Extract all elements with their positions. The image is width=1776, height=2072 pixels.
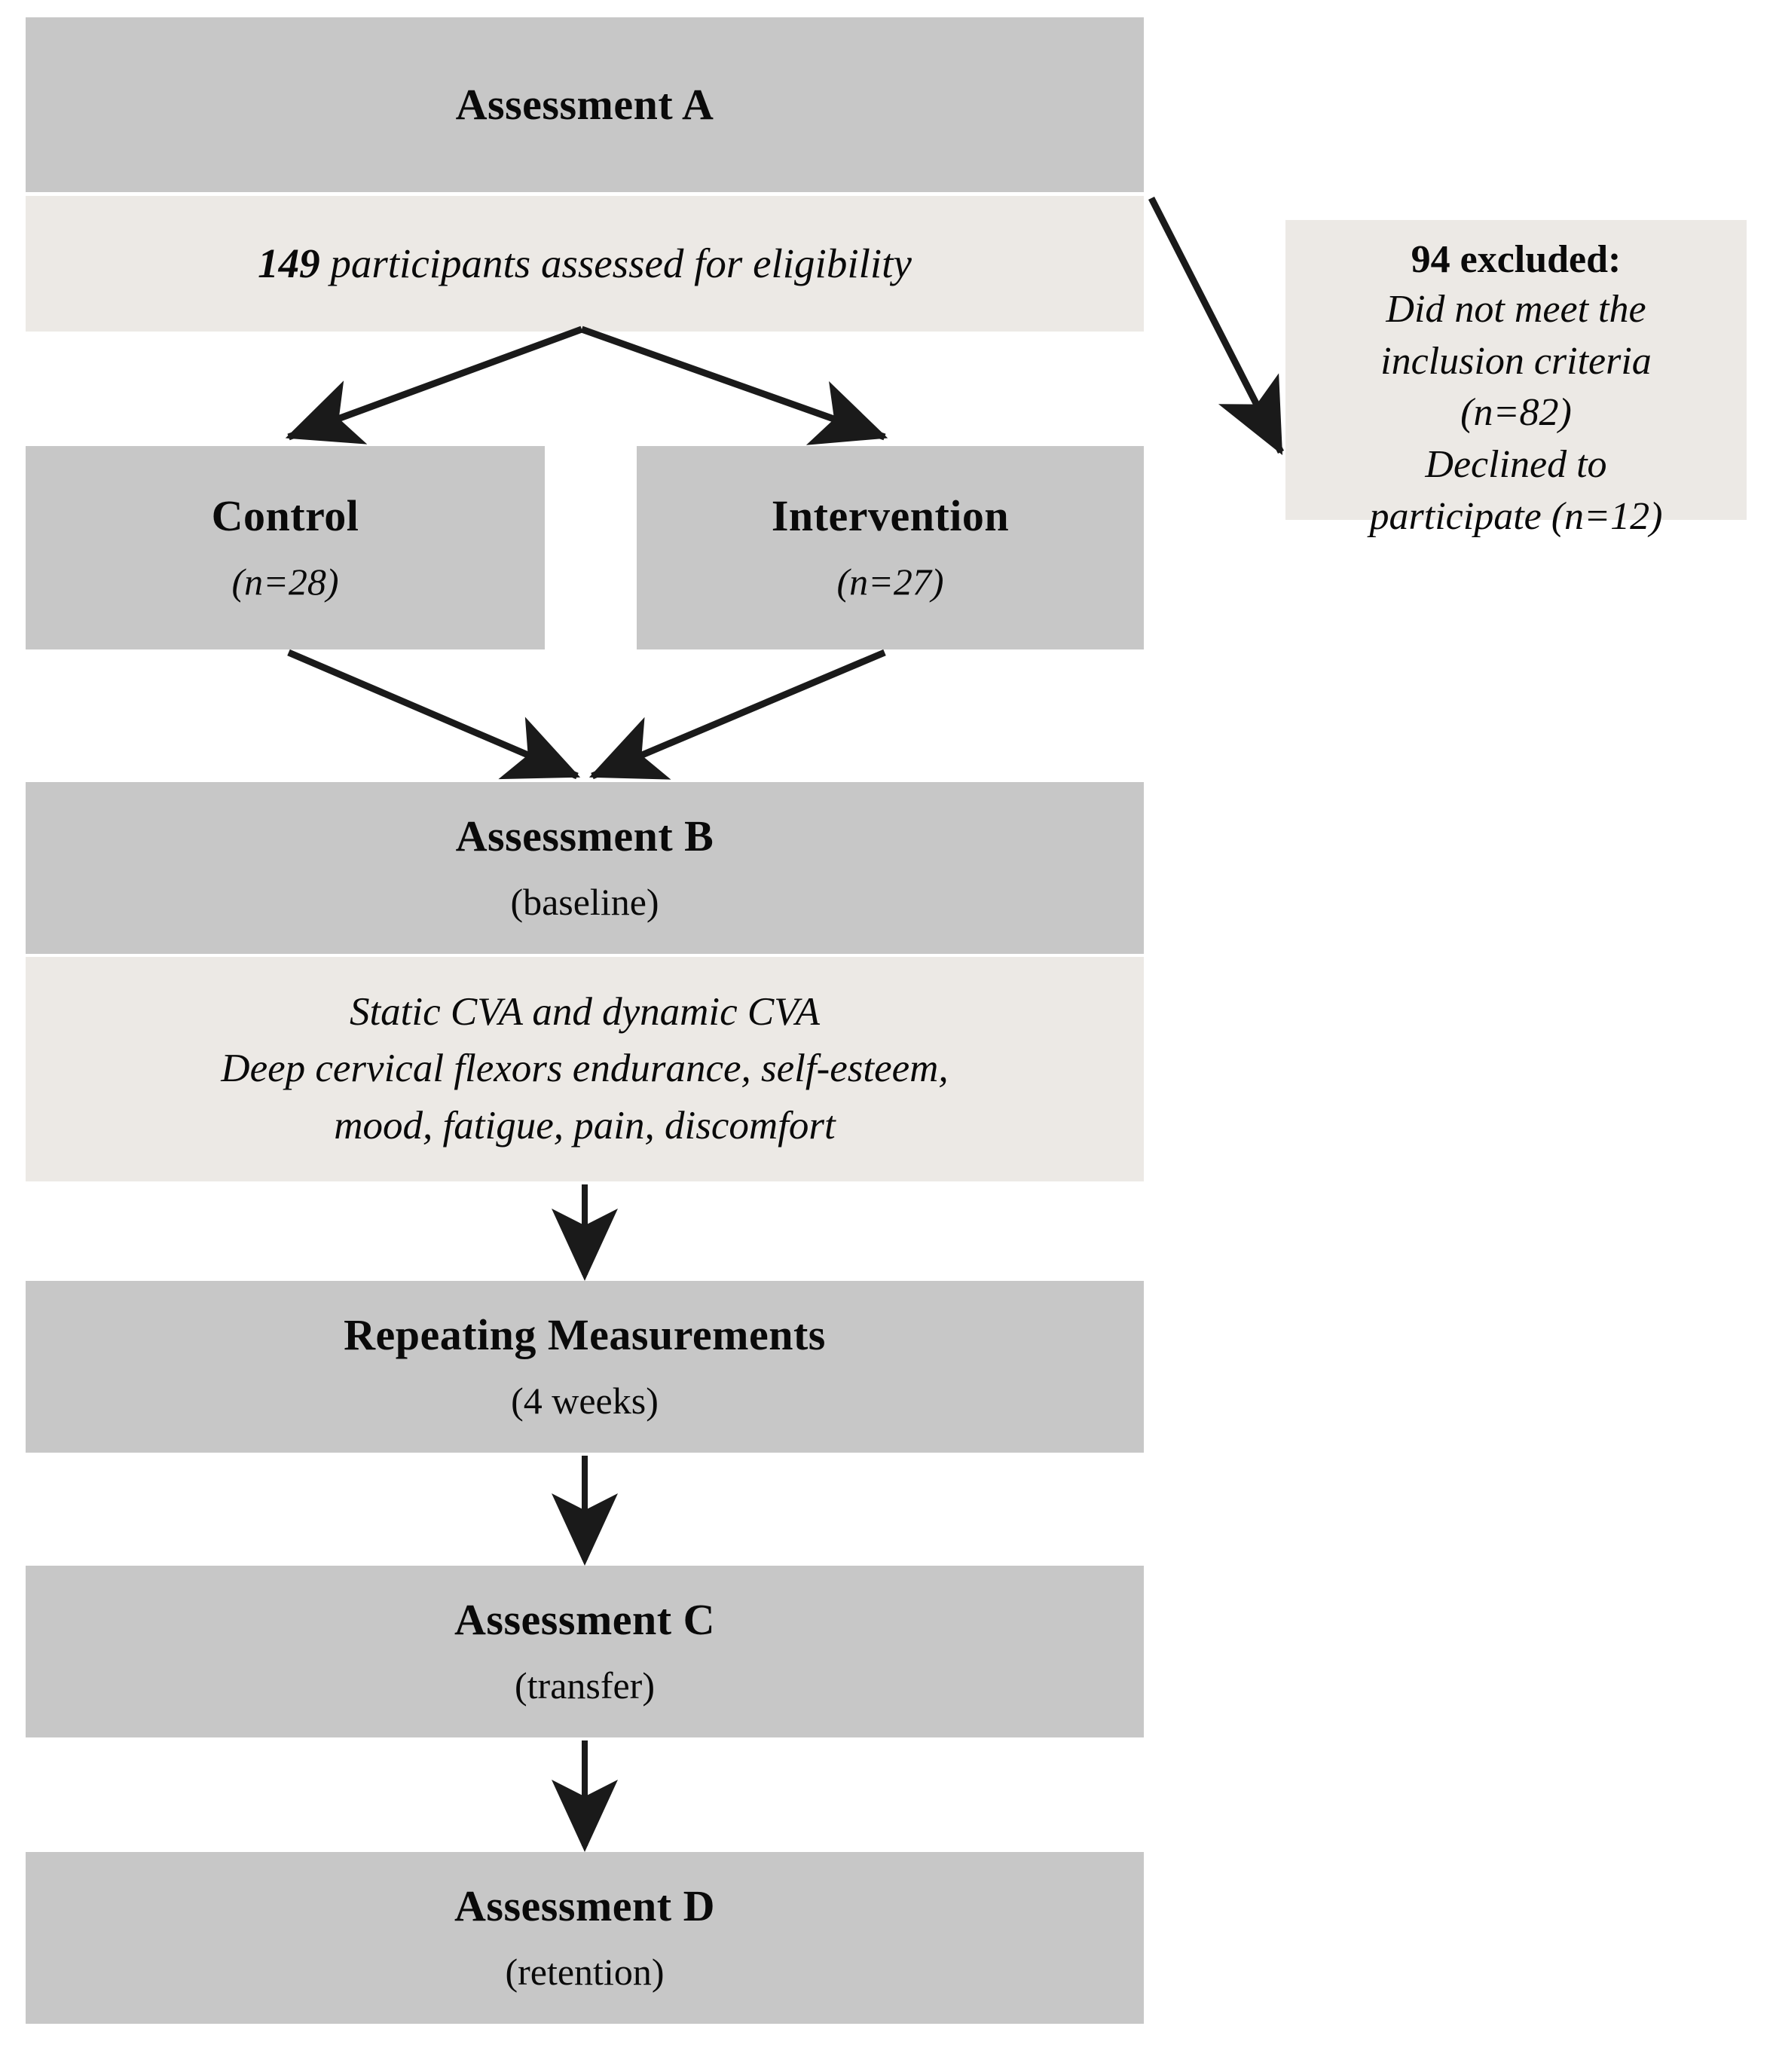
node-assessment-d: Assessment D (retention) <box>26 1852 1144 2024</box>
intervention-subtitle: (n=27) <box>836 560 944 603</box>
excluded-line-1: Did not meet the <box>1386 288 1646 331</box>
excluded-title: 94 excluded: <box>1411 238 1622 281</box>
node-excluded: 94 excluded: Did not meet the inclusion … <box>1285 220 1747 538</box>
edge-assessment-a-to-intervention <box>580 325 888 445</box>
assessment-a-title: Assessment A <box>455 79 714 129</box>
assessment-d-title: Assessment D <box>454 1881 715 1930</box>
eligibility-count: 149 <box>258 240 320 286</box>
node-intervention: Intervention (n=27) <box>637 446 1144 649</box>
assessment-d-subtitle: (retention) <box>505 1950 665 1993</box>
intervention-title: Intervention <box>771 490 1010 540</box>
node-assessment-b: Assessment B (baseline) <box>26 782 1144 954</box>
assessment-c-title: Assessment C <box>454 1594 715 1644</box>
assessment-b-subtitle: (baseline) <box>510 880 659 923</box>
control-title: Control <box>211 490 359 540</box>
node-control: Control (n=28) <box>26 446 545 649</box>
node-assessment-a: Assessment A <box>26 17 1144 192</box>
edge-control-to-assessment-b <box>287 649 581 780</box>
excluded-line-4: Declined to <box>1425 442 1607 486</box>
repeating-measurements-title: Repeating Measurements <box>344 1310 826 1359</box>
node-assessment-b-measures: Static CVA and dynamic CVA Deep cervical… <box>26 957 1144 1181</box>
edge-intervention-to-assessment-b <box>588 649 886 780</box>
node-eligibility: 149 participants assessed for eligibilit… <box>26 196 1144 332</box>
assessment-c-subtitle: (transfer) <box>515 1664 655 1707</box>
assessment-b-measure-2: Deep cervical flexors endurance, self-es… <box>221 1047 949 1091</box>
excluded-line-2: inclusion criteria <box>1380 339 1652 383</box>
eligibility-text: 149 participants assessed for eligibilit… <box>258 239 912 289</box>
repeating-measurements-subtitle: (4 weeks) <box>511 1379 659 1422</box>
excluded-line-3: (n=82) <box>1460 391 1572 435</box>
assessment-b-title: Assessment B <box>455 811 714 860</box>
node-repeating-measurements: Repeating Measurements (4 weeks) <box>26 1281 1144 1453</box>
node-assessment-c: Assessment C (transfer) <box>26 1566 1144 1737</box>
excluded-line-5: participate (n=12) <box>1369 494 1663 538</box>
edge-assessment-a-to-control <box>285 325 583 445</box>
assessment-b-measure-1: Static CVA and dynamic CVA <box>349 990 821 1034</box>
control-subtitle: (n=28) <box>231 560 339 603</box>
edge-assessment-a-to-excluded <box>1148 196 1285 456</box>
eligibility-rest: participants assessed for eligibility <box>319 240 912 286</box>
assessment-b-measure-3: mood, fatigue, pain, discomfort <box>334 1103 836 1148</box>
